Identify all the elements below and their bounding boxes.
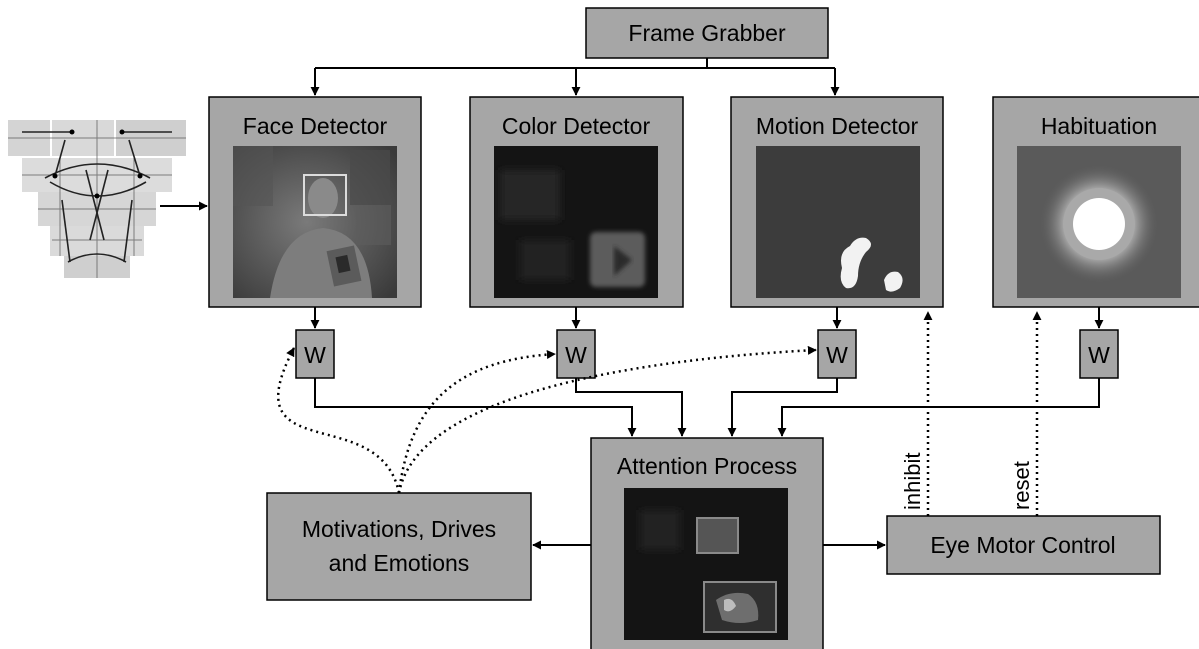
weight-box-motion: W [817, 329, 857, 379]
face-detector-node: Face Detector [208, 96, 422, 308]
frame-grabber-connectors [310, 58, 840, 96]
attention-process-node: Attention Process [590, 437, 824, 649]
reset-label: reset [1009, 461, 1034, 510]
weight-label: W [304, 342, 326, 368]
color-detector-label: Color Detector [502, 113, 651, 139]
weight-label: W [565, 342, 587, 368]
motivation-weight-arrows [277, 345, 817, 494]
weight-to-attention-arrows [314, 378, 1100, 437]
motivations-label-line1: Motivations, Drives [302, 516, 496, 542]
eye-motor-control-node: Eye Motor Control [886, 515, 1161, 575]
face-detector-label: Face Detector [243, 113, 388, 139]
frame-grabber-node: Frame Grabber [585, 7, 829, 59]
motivations-node: Motivations, Drives and Emotions [266, 492, 532, 601]
eye-motor-control-label: Eye Motor Control [930, 532, 1115, 558]
habituation-node: Habituation [992, 96, 1199, 308]
motion-detector-node: Motion Detector [730, 96, 944, 308]
face-detector-image [233, 146, 397, 298]
weight-box-habituation: W [1079, 329, 1119, 379]
color-detector-image [494, 146, 658, 298]
eye-motor-feedback-arrows [923, 311, 1042, 516]
frame-grabber-label: Frame Grabber [628, 20, 786, 46]
inhibit-label: inhibit [900, 453, 925, 510]
motivations-label-line2: and Emotions [329, 550, 470, 576]
detector-to-weight-arrows [310, 307, 1104, 329]
habituation-label: Habituation [1041, 113, 1157, 139]
color-detector-node: Color Detector [469, 96, 684, 308]
weight-label: W [1088, 342, 1110, 368]
attention-process-label: Attention Process [617, 453, 797, 479]
motion-detector-image [756, 146, 920, 298]
weight-label: W [826, 342, 848, 368]
face-model-image [8, 120, 186, 278]
habituation-image [1017, 146, 1181, 298]
attention-process-image [624, 488, 788, 640]
motion-detector-label: Motion Detector [756, 113, 919, 139]
weight-box-face: W [295, 329, 335, 379]
weight-box-color: W [556, 329, 596, 379]
